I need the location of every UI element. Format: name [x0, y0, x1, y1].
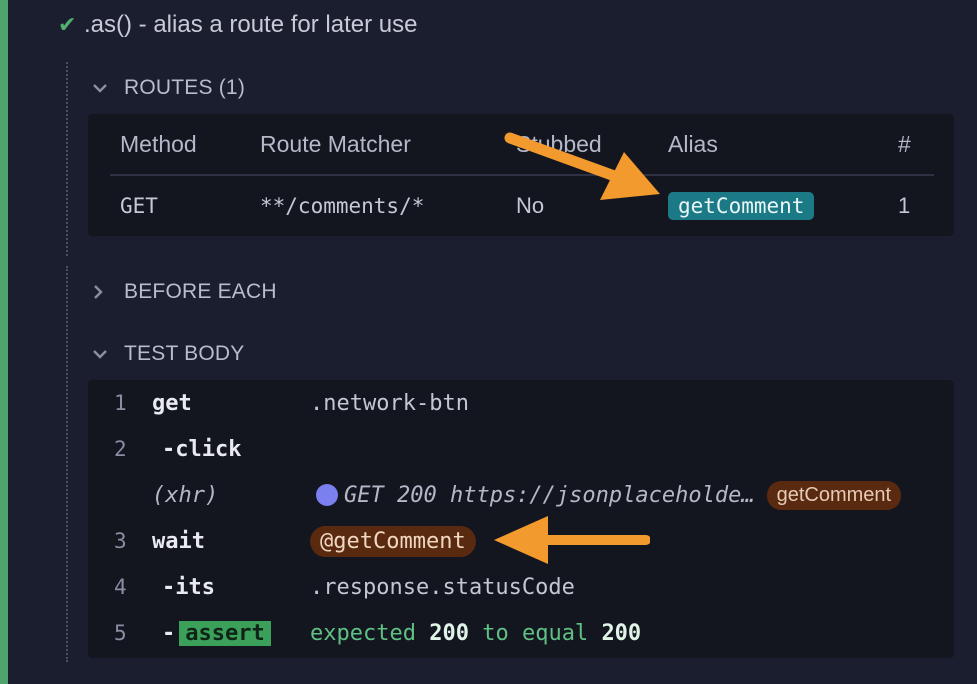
hook-divider: [66, 266, 68, 662]
chevron-right-icon: [92, 284, 124, 300]
routes-header-label: ROUTES (1): [124, 76, 246, 99]
route-alias-badge: getComment: [668, 192, 815, 220]
test-title[interactable]: ✔ .as() - alias a route for later use: [58, 8, 417, 42]
routes-table-header: Method Route Matcher Stubbed Alias #: [110, 114, 934, 176]
route-stubbed: No: [516, 193, 545, 218]
column-header-stubbed: Stubbed: [516, 130, 602, 157]
command-number: 5: [114, 621, 127, 645]
test-body-toggle[interactable]: TEST BODY: [92, 340, 244, 368]
before-each-toggle[interactable]: BEFORE EACH: [92, 278, 277, 306]
chevron-down-icon: [92, 83, 124, 93]
command-log: 1 get .network-btn 2 -click (xhr) GET 20…: [88, 380, 954, 658]
command-row-xhr[interactable]: (xhr) GET 200 https://jsonplaceholde… ge…: [88, 472, 954, 518]
command-name: (xhr): [152, 482, 219, 508]
command-row-get[interactable]: 1 get .network-btn: [88, 380, 954, 426]
xhr-alias-pill: getComment: [766, 480, 902, 510]
column-header-count: #: [898, 130, 911, 157]
command-row-assert[interactable]: 5 - assert expected 200 to equal 200: [88, 610, 954, 656]
command-message: .response.statusCode: [310, 574, 575, 600]
command-number: 3: [114, 529, 127, 553]
assert-message: expected 200 to equal 200: [310, 610, 641, 656]
command-row-wait[interactable]: 3 wait @getComment: [88, 518, 954, 564]
assert-actual-value: 200: [429, 620, 469, 646]
xhr-status-dot-icon: [316, 484, 338, 506]
route-count: 1: [898, 193, 911, 218]
command-name: get: [152, 390, 192, 416]
routes-toggle[interactable]: ROUTES (1): [92, 74, 245, 102]
test-title-text: .as() - alias a route for later use: [84, 11, 418, 38]
assert-text-expected: expected: [310, 620, 416, 646]
command-message: .network-btn: [310, 390, 469, 416]
routes-table-panel: Method Route Matcher Stubbed Alias # GET…: [88, 114, 954, 236]
hook-divider: [66, 62, 68, 256]
check-icon: ✔: [58, 12, 77, 37]
assert-text-to-equal: to equal: [482, 620, 589, 646]
column-header-method: Method: [120, 130, 197, 157]
assert-badge: assert: [179, 620, 271, 646]
before-each-header-label: BEFORE EACH: [124, 280, 277, 303]
column-header-route-matcher: Route Matcher: [260, 130, 411, 157]
route-matcher: **/comments/*: [260, 194, 425, 218]
assert-dash: -: [162, 620, 176, 646]
route-alias-cell: getComment: [668, 176, 815, 236]
test-state-bar: [0, 0, 8, 684]
column-header-alias: Alias: [668, 130, 718, 157]
chevron-down-icon: [92, 349, 124, 359]
test-body-header-label: TEST BODY: [124, 342, 245, 365]
command-number: 4: [114, 575, 127, 599]
wait-alias-pill: @getComment: [310, 525, 476, 557]
command-name: -its: [162, 574, 215, 600]
assert-expected-value: 200: [601, 620, 642, 646]
xhr-request-text: GET 200 https://jsonplaceholde…: [344, 482, 755, 508]
command-name: - assert: [162, 610, 271, 656]
command-number: 1: [114, 391, 127, 415]
command-name: -click: [162, 436, 242, 462]
command-message: @getComment: [310, 518, 476, 564]
command-row-its[interactable]: 4 -its .response.statusCode: [88, 564, 954, 610]
route-method: GET: [120, 194, 158, 218]
command-name: wait: [152, 528, 205, 554]
table-row: GET **/comments/* No getComment 1: [110, 176, 934, 236]
routes-table: Method Route Matcher Stubbed Alias # GET…: [110, 114, 934, 236]
xhr-message: GET 200 https://jsonplaceholde… getComme…: [310, 472, 902, 518]
command-number: 2: [114, 437, 127, 461]
command-row-click[interactable]: 2 -click: [88, 426, 954, 472]
